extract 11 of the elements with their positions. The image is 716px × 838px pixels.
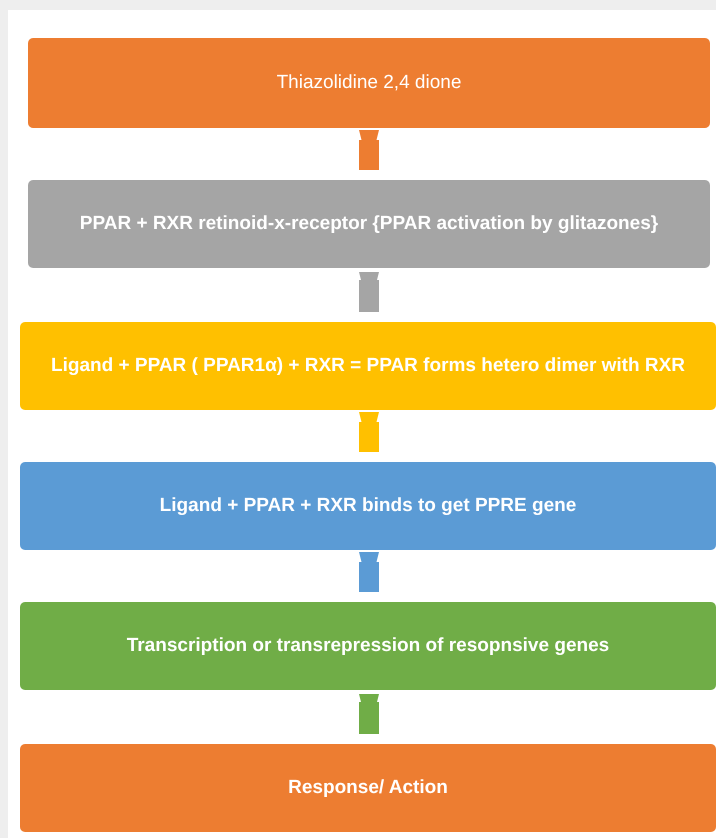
process-box: Ligand + PPAR + RXR binds to get PPRE gene	[20, 462, 716, 550]
arrow	[359, 694, 379, 734]
arrow	[359, 412, 379, 452]
arrow	[359, 272, 379, 312]
process-box: PPAR + RXR retinoid-x-receptor {PPAR activation by glitazones}	[28, 180, 710, 268]
process-box: Ligand + PPAR ( PPAR1α) + RXR = PPAR forms hetero dimer with RXR	[20, 322, 716, 410]
process-box: Transcription or transrepression of resopnsive genes	[20, 602, 716, 690]
process-box: Response/ Action	[20, 744, 716, 832]
process-box: Thiazolidine 2,4 dione	[28, 38, 710, 128]
arrow	[359, 552, 379, 592]
arrow	[359, 130, 379, 170]
